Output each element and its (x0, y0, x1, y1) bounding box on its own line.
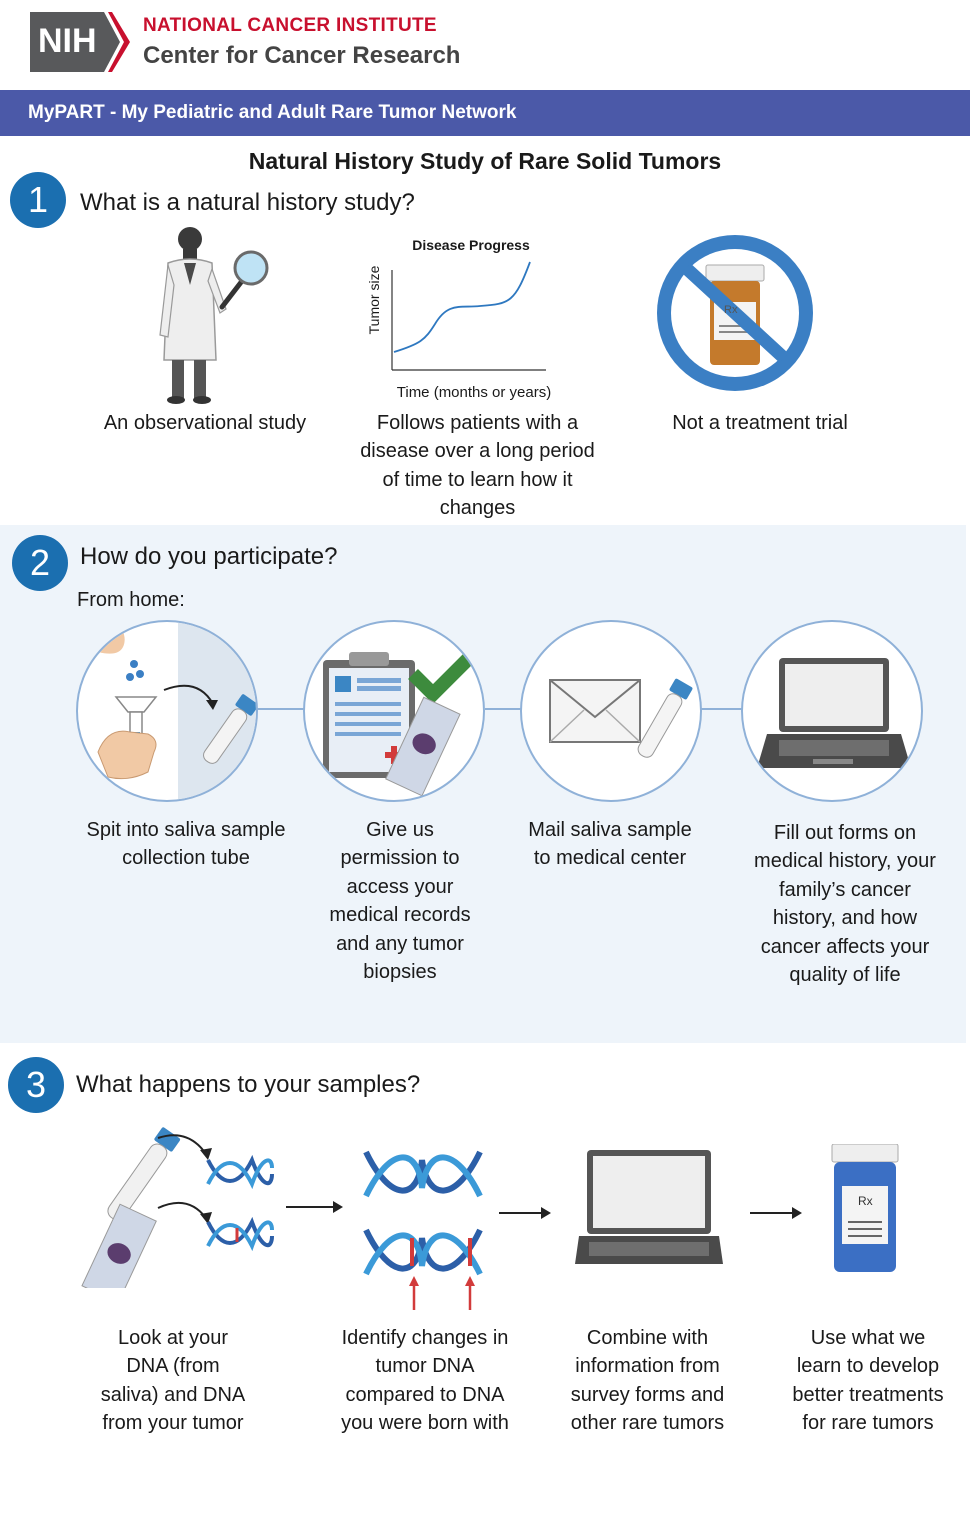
connector (700, 708, 744, 710)
page-title: Natural History Study of Rare Solid Tumo… (248, 148, 722, 174)
caption-forms: Fill out forms on medical history, your … (754, 822, 936, 987)
connector (255, 708, 305, 710)
nih-logo-text: NIH (38, 22, 97, 60)
mail-sample-icon (520, 620, 702, 802)
caption-combine: Combine with information from survey for… (570, 1327, 725, 1435)
banner-text: MyPART - My Pediatric and Adult Rare Tum… (28, 102, 517, 123)
rx-label: Rx (724, 304, 738, 316)
banner: MyPART - My Pediatric and Adult Rare Tum… (0, 90, 970, 136)
medicine-bottle-icon: Rx (830, 1143, 900, 1272)
arrow (286, 1206, 338, 1208)
samples-to-dna-icon (81, 1127, 274, 1288)
no-treatment-icon: Rx (656, 234, 814, 392)
caption-follows-patients: Follows patients with a disease over a l… (360, 412, 595, 520)
caption-spit: Spit into saliva sample collection tube (86, 819, 286, 870)
caption-mail: Mail saliva sample to medical center (528, 819, 692, 870)
laptop-icon (575, 1150, 723, 1264)
scientist-icon (150, 225, 280, 405)
caption-use-what-we-learn: Use what we learn to develop better trea… (792, 1327, 944, 1435)
arrow-head (792, 1207, 802, 1219)
medical-records-icon (303, 620, 485, 802)
section3-heading: What happens to your samples? (76, 1071, 421, 1098)
laptop-forms-icon (741, 620, 923, 802)
caption-identify-changes: Identify changes in tumor DNA compared t… (341, 1327, 509, 1435)
step-badge-2: 2 (12, 535, 68, 591)
graph-title: Disease Progress (412, 237, 530, 253)
caption-permission: Give us permission to access your medica… (329, 819, 471, 984)
dna-changes-icon (363, 1150, 483, 1310)
section2-subheading: From home: (77, 589, 185, 611)
caption-look-dna: Look at your DNA (from saliva) and DNA f… (100, 1327, 246, 1435)
arrow-head (333, 1201, 343, 1213)
caption-not-treatment: Not a treatment trial (672, 412, 848, 434)
org-subname: Center for Cancer Research (143, 42, 461, 69)
caption-observational: An observational study (103, 412, 307, 434)
arrow (750, 1212, 794, 1214)
connector (485, 708, 522, 710)
step-badge-3: 3 (8, 1057, 64, 1113)
section1-heading: What is a natural history study? (80, 189, 415, 216)
spit-saliva-icon (76, 620, 258, 802)
nih-logo: NIH (30, 12, 130, 72)
step-badge-1: 1 (10, 172, 66, 228)
graph-ylabel: Tumor size (366, 265, 382, 334)
section2-heading: How do you participate? (80, 543, 338, 570)
disease-progress-graph: Disease Progress Tumor size Time (months… (366, 237, 551, 401)
org-name: NATIONAL CANCER INSTITUTE (143, 15, 437, 36)
arrow-head (541, 1207, 551, 1219)
arrow (499, 1212, 543, 1214)
rx-label: Rx (858, 1194, 873, 1208)
graph-xlabel: Time (months or years) (397, 384, 551, 401)
